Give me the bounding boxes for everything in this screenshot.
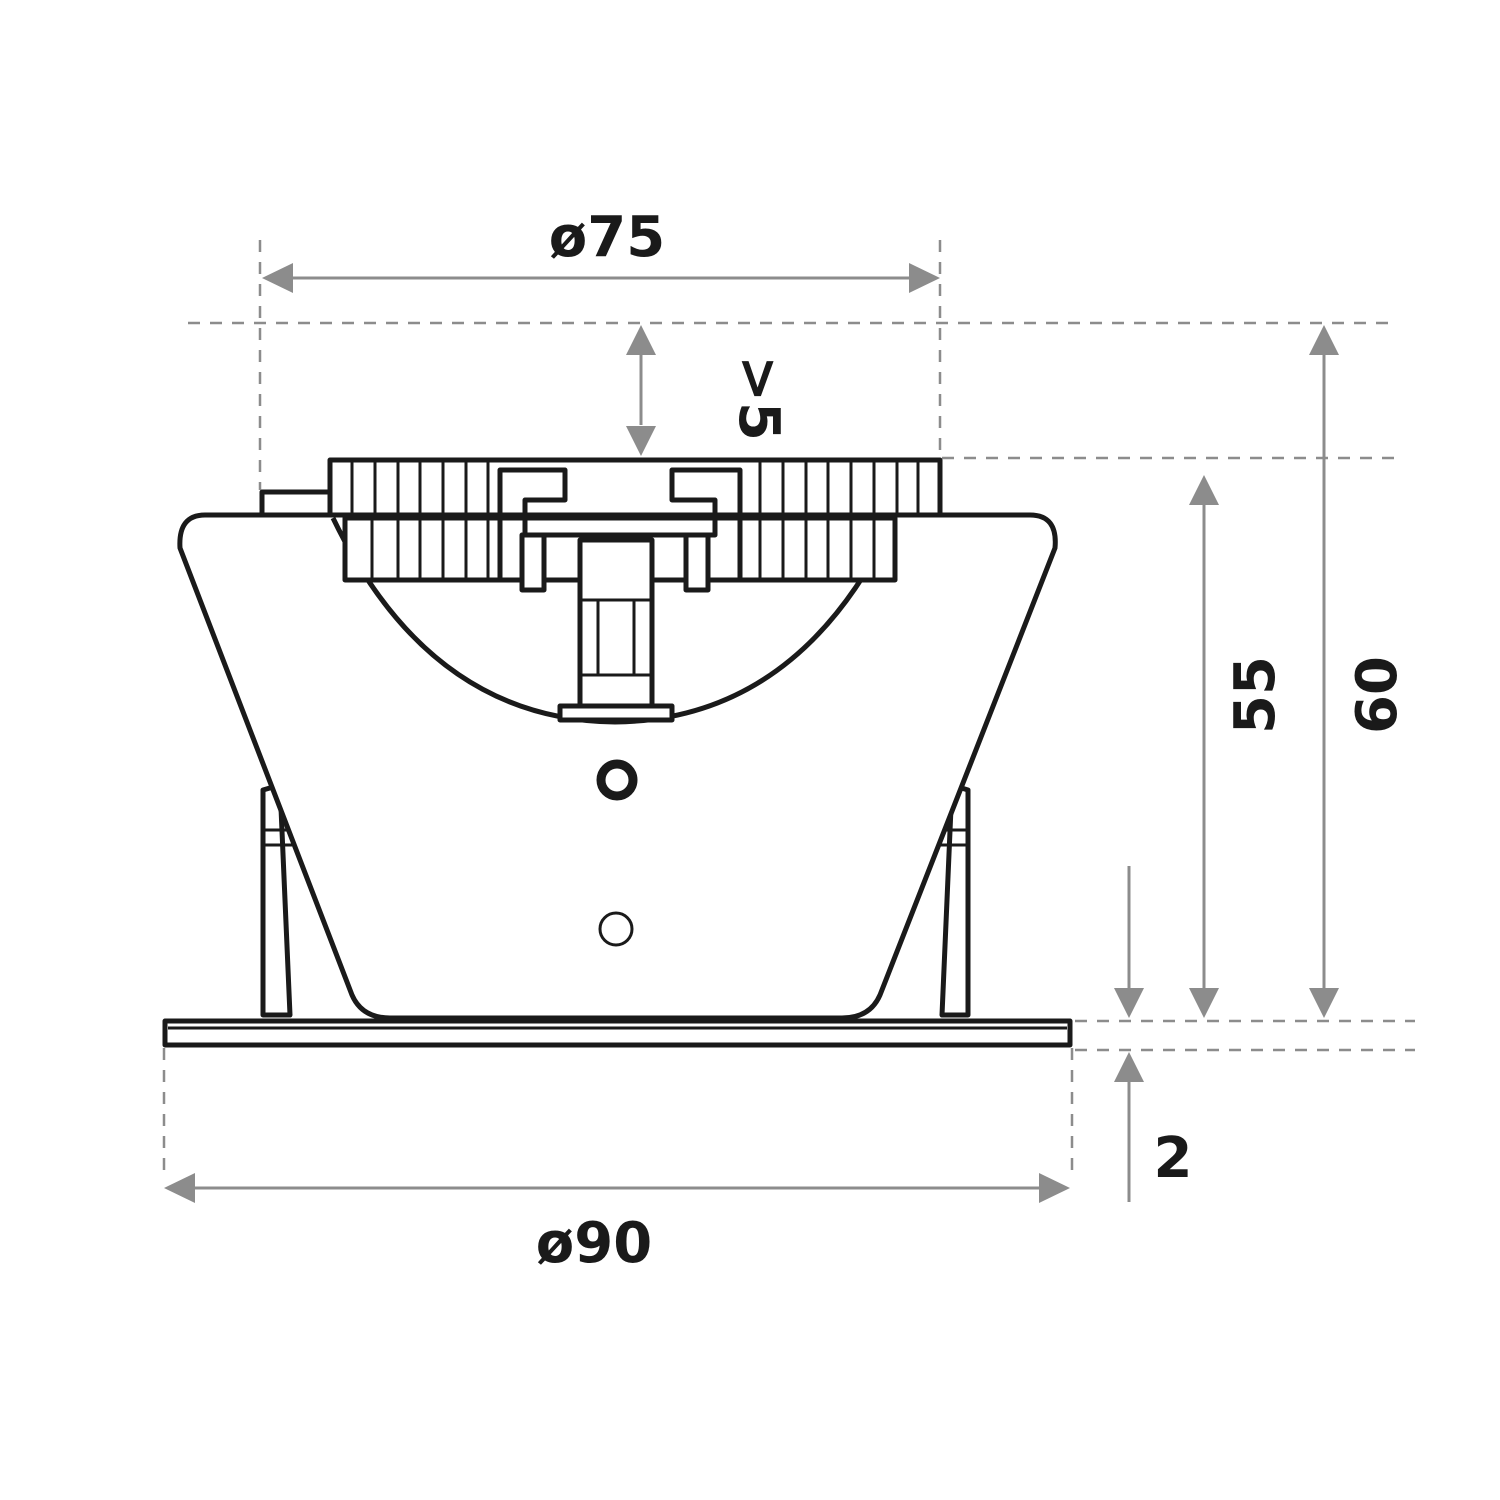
lamp-connector-tab-right-front [683,532,711,593]
lamp-connector-tab-left-front [519,532,547,593]
arrow-down [626,426,656,456]
dimension-labels: ø75 >5 55 60 2 ø90 [536,205,1410,1276]
arrow-right [1039,1173,1070,1203]
arrow-up [1309,325,1339,355]
screw-hole-open [598,911,634,947]
arrow-up [626,325,656,355]
arrow-left [262,263,293,293]
arrow-right [909,263,940,293]
screw-hole-filled [596,759,638,801]
arrow-down [1189,988,1219,1018]
label-flange-diameter: ø90 [536,1211,652,1276]
arrow-down [1309,988,1339,1018]
label-total-height: 60 [1345,656,1410,734]
label-body-height: 55 [1223,656,1288,734]
heatsink-fins-front [370,518,876,580]
arrow-down [1114,988,1144,1018]
arrow-up [1114,1052,1144,1082]
lamp-pin-front [577,537,655,715]
fixture-body [162,457,1073,1048]
label-flange-thickness: 2 [1154,1126,1193,1191]
arrow-up [1189,475,1219,505]
dimension-lines [164,263,1339,1203]
label-clearance: >5 [726,355,791,441]
extension-lines [162,240,1415,1180]
lamp-base-plate [557,703,675,723]
arrow-left [164,1173,195,1203]
label-top-diameter: ø75 [549,205,665,270]
flange-plate [162,1018,1073,1048]
